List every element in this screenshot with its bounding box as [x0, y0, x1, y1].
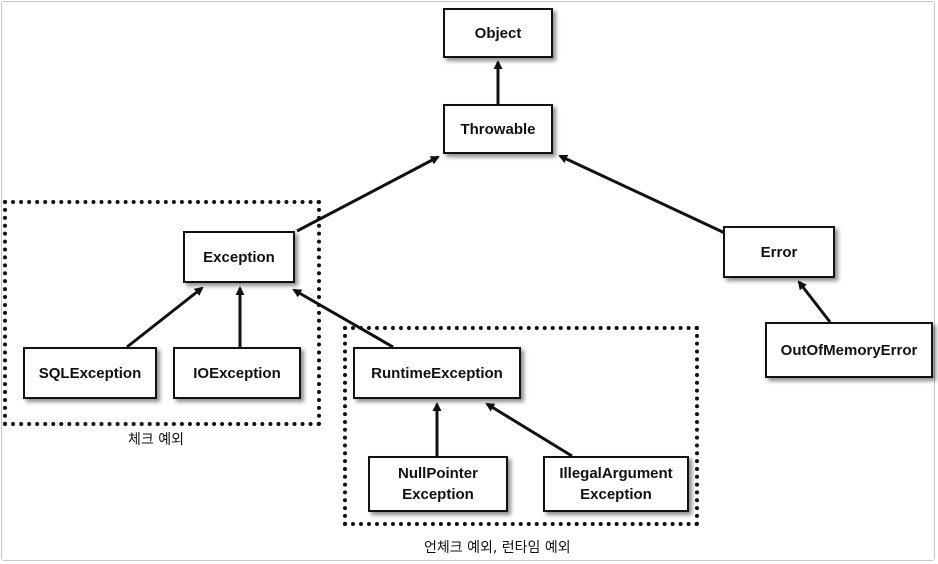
illegalargument-label-line1: IllegalArgument	[559, 465, 673, 482]
throwable-node: Throwable	[443, 104, 553, 154]
object-label: Object	[474, 24, 522, 42]
error-label: Error	[760, 243, 798, 261]
arrow-runtimeexception-to-exception	[292, 288, 394, 349]
ioexception-node: IOException	[173, 347, 301, 399]
unchecked-exception-group	[343, 326, 699, 526]
ioexception-label: IOException	[193, 364, 281, 382]
exception-label: Exception	[203, 248, 275, 266]
throwable-label: Throwable	[460, 120, 536, 138]
outofmemoryerror-label: OutOfMemoryError	[780, 341, 918, 359]
sqlexception-label: SQLException	[38, 364, 142, 382]
arrow-sqlexception-to-exception	[126, 286, 204, 349]
exception-node: Exception	[183, 231, 295, 283]
checked-exception-group	[3, 200, 321, 426]
arrow-error-to-throwable	[558, 154, 728, 236]
runtimeexception-node: RuntimeException	[353, 347, 521, 399]
illegalargument-label-line2: Exception	[580, 486, 652, 503]
illegalargumentexception-node: IllegalArgument Exception	[543, 456, 689, 512]
error-node: Error	[723, 226, 835, 278]
arrow-illegalargument-to-runtimeexception	[485, 402, 573, 458]
checked-exception-caption: 체크 예외	[128, 432, 184, 448]
arrow-outofmemoryerror-to-error	[797, 280, 832, 323]
outofmemoryerror-node: OutOfMemoryError	[765, 322, 933, 378]
sqlexception-node: SQLException	[23, 347, 157, 399]
nullpointer-label-line1: NullPointer	[397, 465, 478, 482]
nullpointer-label-line2: Exception	[402, 486, 474, 503]
unchecked-exception-caption: 언체크 예외, 런타임 예외	[424, 540, 571, 556]
runtimeexception-label: RuntimeException	[371, 364, 503, 382]
nullpointerexception-node: NullPointer Exception	[368, 456, 508, 512]
object-node: Object	[443, 8, 553, 58]
